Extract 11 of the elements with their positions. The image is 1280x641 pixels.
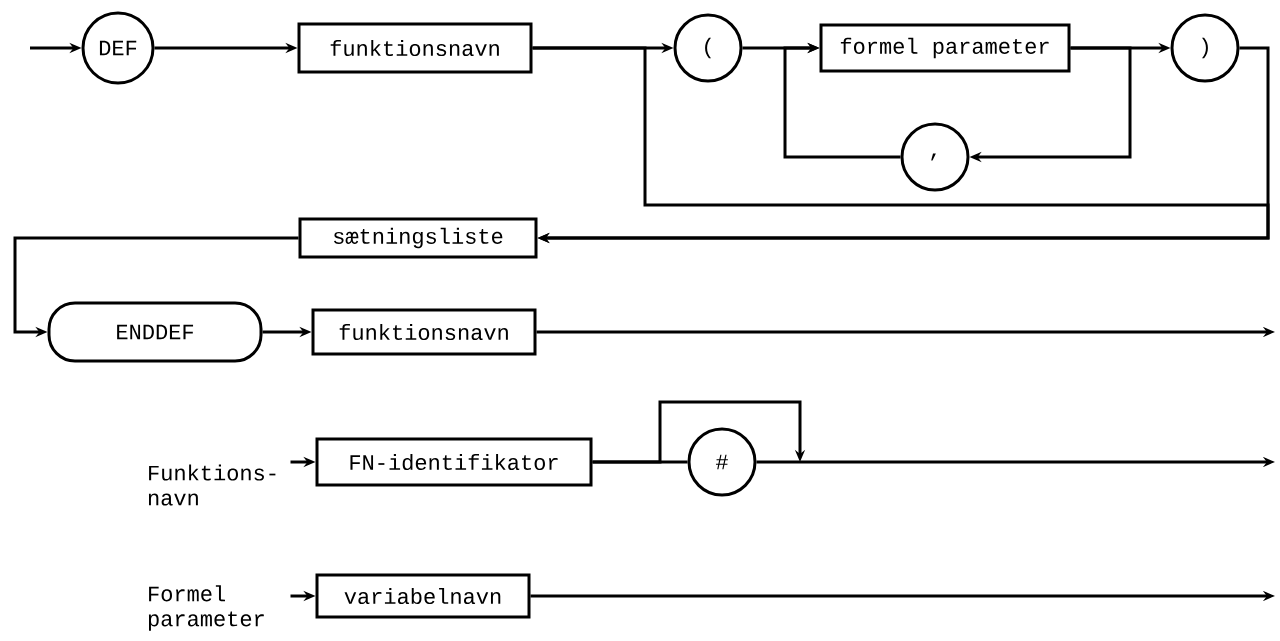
rule-name: Funktions- navn: [148, 464, 276, 506]
arrow: [592, 400, 806, 464]
nonterminal-box: formel parameter: [819, 23, 1071, 73]
nonterminal-box: variabelnavn: [315, 573, 531, 619]
arrow: [783, 42, 901, 159]
rule-name: Formel parameter: [148, 585, 264, 631]
nonterminal-box: funktionsnavn: [311, 308, 537, 356]
terminal-box: ENDDEF: [47, 301, 263, 363]
nonterminal-box: FN-identifikator: [315, 437, 593, 487]
nonterminal-box: sætningsliste: [298, 217, 538, 259]
nonterminal-box: funktionsnavn: [297, 22, 533, 74]
